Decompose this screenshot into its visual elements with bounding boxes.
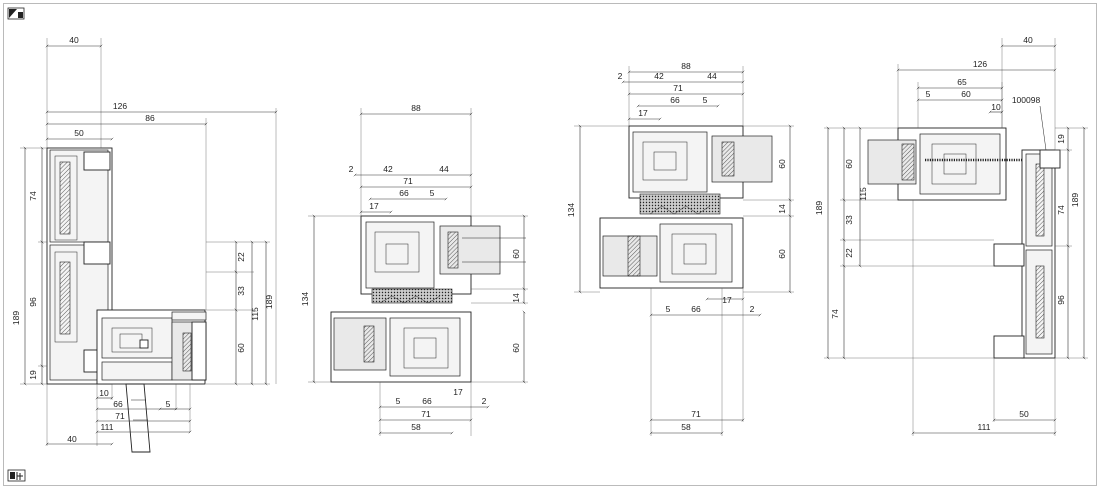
dim-label: 88 [411, 103, 421, 113]
dim-label: 2 [750, 304, 755, 314]
dim-label: 22 [844, 248, 854, 258]
dim-label: 60 [777, 159, 787, 169]
dim-label: 17 [638, 108, 648, 118]
dim-label: 74 [830, 309, 840, 319]
dim-label: 115 [250, 307, 260, 321]
window-section-icon [7, 7, 25, 20]
sheet-border [3, 3, 1097, 486]
dim-label: 60 [511, 249, 521, 259]
dim-label: 88 [681, 61, 691, 71]
dim-label: 17 [453, 387, 463, 397]
dim-label: 50 [1019, 409, 1029, 419]
dim-label: 74 [28, 191, 38, 201]
dim-label: 60 [961, 89, 971, 99]
dim-label: 19 [1056, 134, 1066, 144]
door-section-icon [7, 469, 26, 482]
dim-label: 5 [666, 304, 671, 314]
dim-label: 66 [670, 95, 680, 105]
dim-label: 115 [858, 187, 868, 201]
dim-label: 2 [618, 71, 623, 81]
section-view-3: 88 2 42 44 71 66 5 17 134 60 14 60 17 5 … [566, 61, 794, 436]
dim-label: 58 [411, 422, 421, 432]
dim-label: 189 [814, 201, 824, 215]
dim-label: 71 [115, 411, 125, 421]
dim-label: 60 [236, 343, 246, 353]
dim-label: 44 [707, 71, 717, 81]
dim-label: 2 [482, 396, 487, 406]
dim-label: 71 [403, 176, 413, 186]
dim-label: 60 [844, 159, 854, 169]
dim-label: 71 [421, 409, 431, 419]
dim-label: 71 [673, 83, 683, 93]
dim-label: 111 [101, 422, 114, 432]
dim-label: 5 [926, 89, 931, 99]
dim-label: 40 [1023, 35, 1033, 45]
dim-label: 126 [973, 59, 987, 69]
dim-label: 5 [703, 95, 708, 105]
dim-label: 40 [67, 434, 77, 444]
section-view-2: 88 2 42 44 71 66 5 17 134 60 14 60 5 66 … [300, 103, 528, 436]
dim-label: 74 [1056, 205, 1066, 215]
dim-label: 96 [1056, 295, 1066, 305]
dim-label: 189 [1070, 193, 1080, 207]
handle-shape [125, 383, 151, 453]
dim-label: 14 [777, 204, 787, 214]
dim-label: 5 [166, 399, 171, 409]
dim-label: 33 [236, 286, 246, 296]
dim-label: 17 [369, 201, 379, 211]
dim-label: 2 [349, 164, 354, 174]
dim-label: 58 [681, 422, 691, 432]
dim-label: 66 [399, 188, 409, 198]
dim-label: 5 [430, 188, 435, 198]
dim-label: 60 [511, 343, 521, 353]
dim-label: 40 [69, 35, 79, 45]
dim-label: 42 [383, 164, 393, 174]
dim-label: 33 [844, 215, 854, 225]
dim-label: 126 [113, 101, 127, 111]
dim-label: 71 [691, 409, 701, 419]
dim-label: 66 [691, 304, 701, 314]
section-view-4: 40 126 65 5 60 10 100098 60 115 33 22 74… [814, 35, 1088, 436]
dim-label: 22 [236, 252, 246, 262]
dim-label: 96 [28, 297, 38, 307]
dim-label: 19 [28, 370, 38, 380]
dim-label: 14 [511, 293, 521, 303]
profile-code: 100098 [1012, 95, 1041, 105]
dim-label: 60 [777, 249, 787, 259]
section-view-1: 40 126 86 50 74 96 189 19 22 33 115 189 [11, 35, 278, 453]
dim-label: 17 [722, 295, 732, 305]
dim-label: 10 [99, 388, 109, 398]
dim-label: 65 [957, 77, 967, 87]
dim-label: 10 [991, 102, 1001, 112]
dim-label: 189 [264, 295, 274, 309]
dim-label: 50 [74, 128, 84, 138]
dim-label: 134 [300, 292, 310, 306]
dim-label: 189 [11, 311, 21, 325]
dim-label: 42 [654, 71, 664, 81]
dim-label: 134 [566, 203, 576, 217]
dim-label: 44 [439, 164, 449, 174]
dim-label: 5 [396, 396, 401, 406]
dim-label: 66 [422, 396, 432, 406]
dim-label: 86 [145, 113, 155, 123]
dim-label: 111 [978, 422, 991, 432]
dim-label: 66 [113, 399, 123, 409]
